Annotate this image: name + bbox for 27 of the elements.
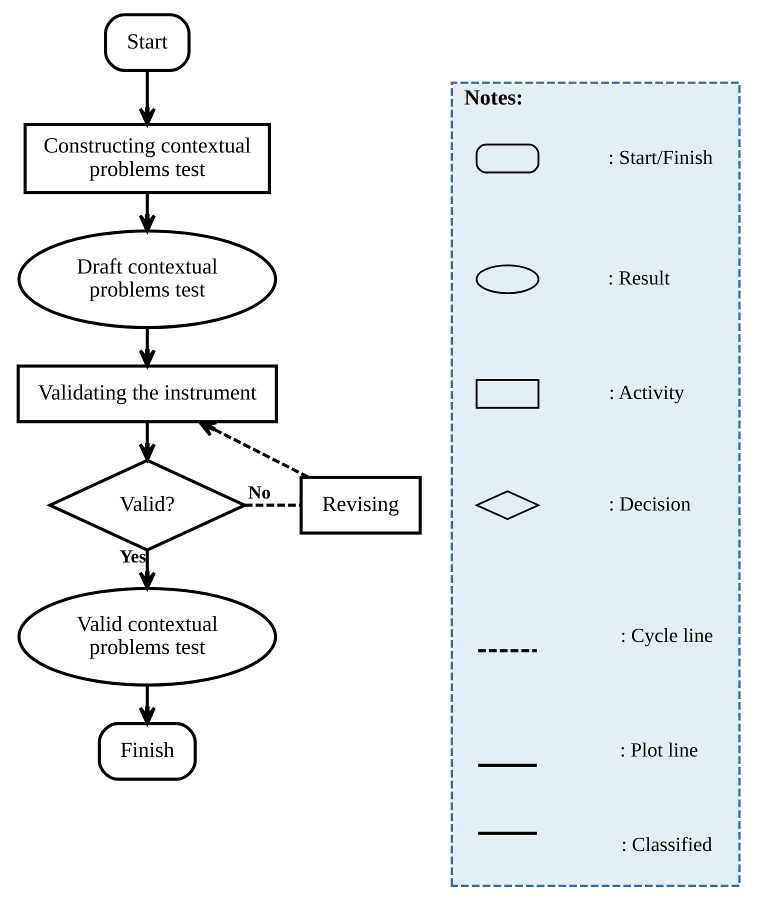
- arrow: [138, 70, 156, 126]
- legend-label: : Decision: [608, 493, 691, 516]
- node-ellipse: Valid contextual problems test: [17, 586, 278, 687]
- node-box: [476, 144, 540, 174]
- node-box: Validating the instrument: [16, 364, 278, 424]
- node-box: Finish: [98, 722, 197, 781]
- arrow: [138, 550, 156, 590]
- arrow: [138, 192, 156, 233]
- node-box: [476, 379, 540, 409]
- connector: [244, 504, 301, 507]
- legend-label: : Activity: [609, 382, 684, 404]
- legend-label: : Result: [608, 268, 670, 290]
- legend-label: : Start/Finish: [608, 146, 713, 169]
- node-box: Start: [104, 13, 191, 72]
- edge-label: No: [248, 482, 271, 504]
- legend-label: : Classified: [621, 834, 712, 856]
- legend-label: : Plot line: [620, 740, 698, 762]
- node-box: Constructing contextual problems test: [24, 122, 271, 194]
- arrow: [138, 684, 156, 725]
- arrow: [138, 327, 156, 368]
- node-diamond: [474, 490, 541, 520]
- node-box: Revising: [300, 476, 422, 535]
- node-ellipse: Draft contextual problems test: [17, 229, 278, 330]
- node-ellipse: [476, 264, 540, 294]
- legend-label: : Cycle line: [620, 625, 714, 648]
- arrow: [198, 420, 309, 478]
- arrow: [138, 422, 156, 462]
